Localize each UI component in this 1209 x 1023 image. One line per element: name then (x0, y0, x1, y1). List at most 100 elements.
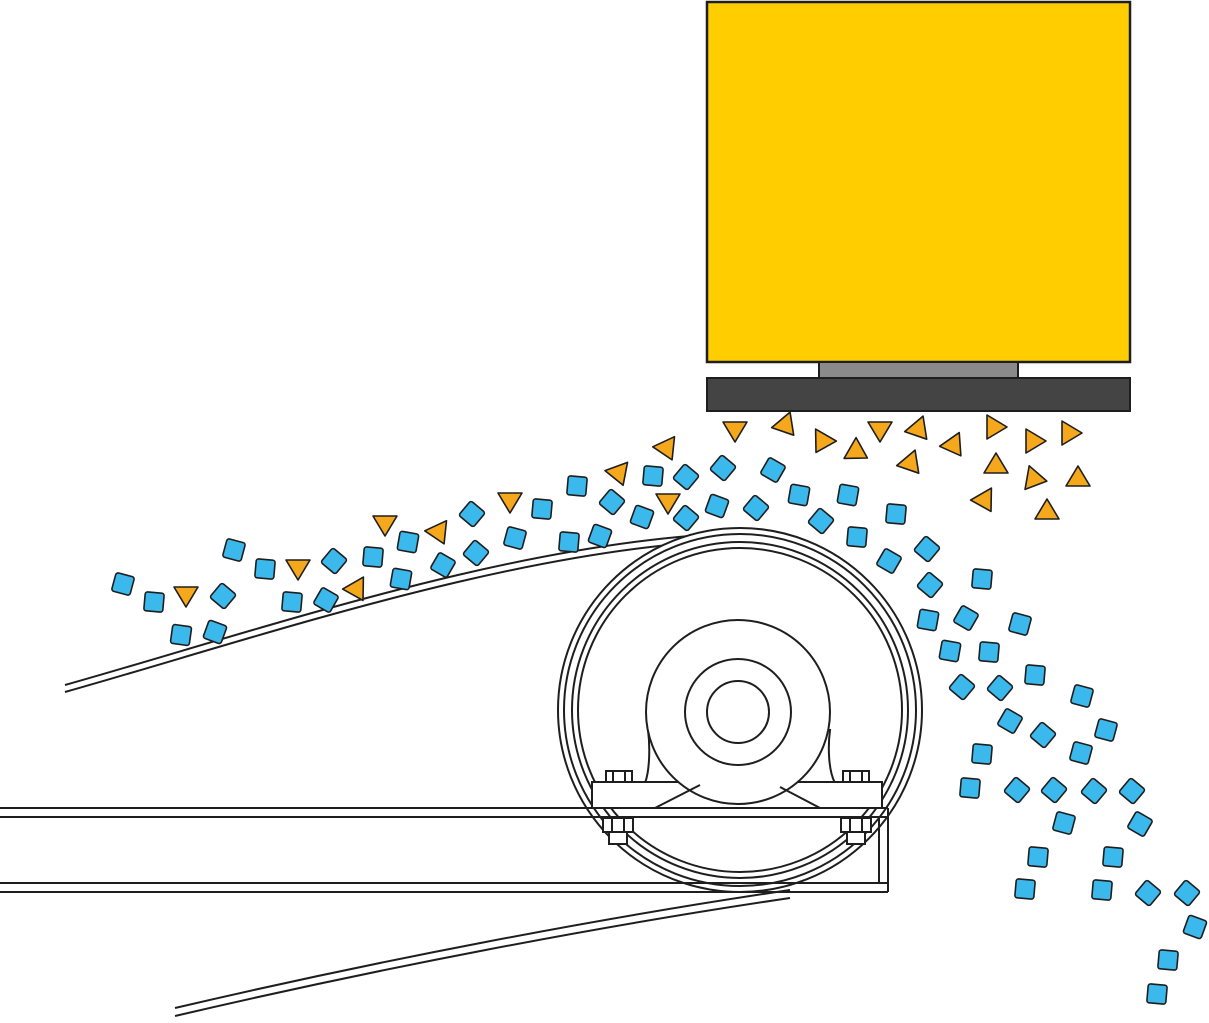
material-particle-square-icon (1091, 879, 1113, 901)
material-particle-square-icon (1118, 777, 1146, 805)
material-particle-square-icon (1003, 776, 1031, 804)
metal-particle-triangle-icon (651, 435, 676, 461)
material-particle-square-icon (742, 494, 770, 522)
metal-particle-triangle-icon (969, 487, 993, 513)
material-particle-square-icon (672, 463, 700, 491)
material-particle-square-icon (672, 504, 700, 532)
material-particle-square-icon (458, 500, 486, 528)
material-particle-square-icon (876, 548, 902, 574)
bolt-head-top-right (842, 770, 870, 783)
metal-particle-triangle-icon (983, 452, 1009, 474)
metal-particle-triangle-icon (341, 576, 365, 602)
conveyor-belt-return (174, 889, 791, 1017)
material-particle-square-icon (709, 454, 737, 482)
material-particle-square-icon (1102, 846, 1124, 868)
material-particle-square-icon (997, 708, 1023, 734)
material-particle-square-icon (1080, 777, 1108, 805)
metal-particle-triangle-icon (1024, 464, 1048, 491)
material-particle-square-icon (1008, 612, 1032, 636)
material-particle-square-icon (1127, 811, 1153, 837)
material-particle-square-icon (209, 582, 237, 610)
material-particle-square-icon (916, 571, 944, 599)
bolt-head-top-left (605, 770, 633, 783)
material-particle-square-icon (1070, 684, 1094, 708)
metal-particle-triangle-icon (604, 461, 629, 487)
bearing-gusset-left (654, 784, 701, 809)
material-particle-square-icon (1024, 664, 1046, 686)
magnet-plate (706, 377, 1131, 412)
hub-shaft (706, 680, 770, 744)
material-particle-square-icon (807, 507, 835, 535)
metal-particle-triangle-icon (867, 421, 893, 443)
bolt-tip-bottom-left (608, 831, 628, 845)
material-particle-square-icon (503, 526, 527, 550)
material-particle-square-icon (169, 623, 193, 647)
material-particle-square-icon (938, 639, 962, 663)
metal-particle-triangle-icon (497, 492, 523, 514)
material-particle-square-icon (986, 674, 1014, 702)
magnet-mount (818, 361, 1019, 379)
material-particle-square-icon (704, 493, 730, 519)
metal-particle-triangle-icon (372, 515, 398, 537)
bolt-nut-bottom-right (840, 817, 872, 833)
particles-layer (111, 411, 1208, 1005)
magnet-housing (705, 0, 1132, 364)
material-particle-square-icon (222, 538, 246, 562)
material-particle-square-icon (1069, 741, 1093, 765)
material-particle-square-icon (1029, 721, 1057, 749)
material-particle-square-icon (1182, 914, 1208, 940)
material-particle-square-icon (598, 488, 626, 516)
metal-particle-triangle-icon (285, 559, 311, 581)
material-particle-square-icon (760, 457, 786, 483)
material-particle-square-icon (1157, 949, 1179, 971)
metal-particle-triangle-icon (903, 415, 928, 440)
material-particle-square-icon (587, 523, 613, 549)
conveyor-frame (0, 807, 889, 893)
metal-particle-triangle-icon (423, 519, 448, 545)
material-particle-square-icon (1027, 846, 1049, 868)
metal-particle-triangle-icon (895, 449, 920, 474)
metal-particle-triangle-icon (655, 493, 681, 515)
bolt-tip-bottom-right (846, 831, 866, 845)
material-particle-square-icon (1014, 878, 1036, 900)
conveyor-belt-top (64, 532, 741, 693)
material-particle-square-icon (836, 483, 860, 507)
overhead-magnet (705, 0, 1132, 412)
material-particle-square-icon (111, 572, 135, 596)
mounting-bolts (602, 770, 872, 845)
material-particle-square-icon (787, 483, 811, 507)
material-particle-square-icon (531, 498, 553, 520)
material-particle-square-icon (978, 641, 1000, 663)
bolt-nut-bottom-left (602, 817, 634, 833)
bearing-gusset-right (779, 786, 821, 809)
material-particle-square-icon (1040, 776, 1068, 804)
material-particle-square-icon (1094, 718, 1118, 742)
material-particle-square-icon (566, 475, 588, 497)
material-particle-square-icon (885, 503, 907, 525)
metal-particle-triangle-icon (1034, 498, 1060, 520)
metal-particle-triangle-icon (1061, 420, 1083, 446)
material-particle-square-icon (953, 605, 979, 631)
metal-particle-triangle-icon (770, 411, 795, 436)
material-particle-square-icon (202, 619, 228, 645)
material-particle-square-icon (362, 546, 384, 568)
pulley-bearing (591, 619, 883, 809)
material-particle-square-icon (971, 743, 993, 765)
material-particle-square-icon (971, 568, 993, 590)
material-particle-square-icon (1052, 811, 1076, 835)
material-particle-square-icon (1146, 983, 1168, 1005)
material-particle-square-icon (948, 673, 976, 701)
material-particle-square-icon (254, 558, 276, 580)
material-particle-square-icon (143, 591, 165, 613)
metal-particle-triangle-icon (814, 428, 838, 454)
metal-particle-triangle-icon (986, 414, 1008, 440)
metal-particle-triangle-icon (1025, 428, 1047, 454)
material-particle-square-icon (642, 465, 664, 487)
material-particle-square-icon (959, 777, 981, 799)
material-particle-square-icon (320, 547, 348, 575)
metal-particle-triangle-icon (722, 421, 748, 443)
metal-particle-triangle-icon (173, 586, 199, 608)
material-particle-square-icon (629, 504, 655, 530)
material-particle-square-icon (916, 608, 940, 632)
